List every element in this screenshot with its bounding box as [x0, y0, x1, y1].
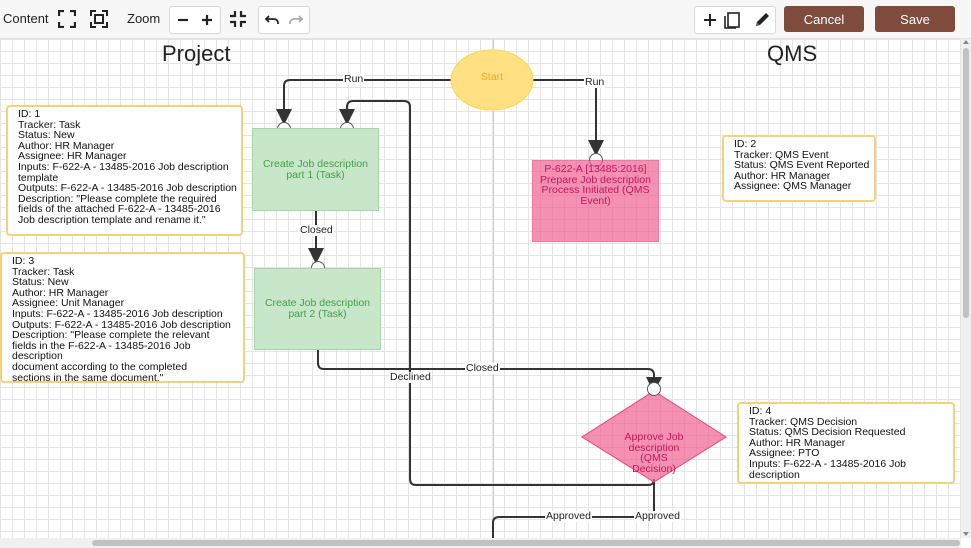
info-box-1: ID: 1 Tracker: Task Status: New Author: … — [6, 105, 243, 236]
edge-label-closed-1: Closed — [299, 224, 334, 236]
edge-label-run-left: Run — [343, 73, 365, 85]
edge-label-approved-1: Approved — [545, 510, 592, 522]
event-node-label: P-622-A [13485:2016] Prepare Job descrip… — [540, 163, 651, 207]
info-1-line: ID: 1 — [18, 108, 41, 120]
port-decision — [647, 382, 661, 396]
info-3-line: Tracker: Task — [12, 265, 75, 278]
event-node[interactable] — [532, 160, 659, 242]
add-icon[interactable] — [697, 7, 723, 33]
content-label: Content — [3, 11, 49, 26]
lane-title-qms: QMS — [767, 41, 818, 66]
edge-run-left — [276, 79, 452, 125]
lane-divider — [493, 39, 494, 538]
info-box-2: ID: 2 Tracker: QMS Event Status: QMS Eve… — [722, 135, 876, 202]
info-4-line: Tracker: QMS Decision — [749, 415, 858, 428]
edge-run-right — [533, 79, 604, 156]
collapse-icon[interactable] — [225, 6, 251, 32]
diagram-canvas[interactable]: Project QMS Start Create Job — [0, 39, 961, 538]
scroll-up-icon[interactable] — [963, 40, 969, 44]
redo-icon[interactable] — [283, 7, 309, 33]
save-button[interactable]: Save — [875, 6, 955, 32]
info-1-line: Outputs: F-622-A - 13485-2016 Job descri… — [18, 182, 237, 195]
info-1-line: Status: New — [18, 129, 75, 142]
info-1-line: Author: HR Manager — [18, 139, 115, 152]
decision-node-label[interactable]: Approve Job description (QMS Decision) — [624, 431, 684, 475]
task-node-1[interactable]: Create Job description part 1 (Task) — [252, 128, 379, 211]
undo-icon[interactable] — [259, 7, 285, 33]
start-label[interactable]: Start — [480, 71, 504, 83]
zoom-out-icon[interactable] — [170, 7, 196, 33]
info-1-line: Assignee: HR Manager — [18, 150, 127, 163]
info-1-line: Description: "Please complete the requir… — [18, 192, 217, 205]
info-2-line: ID: 2 — [734, 138, 757, 150]
pencil-icon[interactable] — [749, 7, 775, 33]
info-1-line: Inputs: F-622-A - 13485-2016 Job descrip… — [18, 160, 229, 173]
edge-label-run-right: Run — [584, 76, 606, 88]
vertical-scroll-thumb[interactable] — [963, 48, 969, 318]
add-page-icon[interactable] — [719, 7, 745, 33]
task-node-2[interactable]: Create Job description part 2 (Task) — [254, 268, 381, 350]
info-3-line: ID: 3 — [12, 255, 35, 267]
start-node — [450, 49, 534, 111]
info-1-line: fields of the attached F-622-A - 13485-2… — [18, 203, 221, 216]
info-1-line: Job description template and rename it." — [18, 213, 206, 226]
cancel-button[interactable]: Cancel — [784, 6, 864, 32]
info-2-line: Tracker: QMS Event — [734, 148, 829, 161]
task-node-1-label: Create Job description part 1 (Task) — [262, 157, 369, 181]
lane-title-project: Project — [162, 41, 231, 66]
fit-selection-icon[interactable] — [86, 6, 112, 32]
info-4-line: Inputs: F-622-A - 13485-2016 Job descrip… — [749, 457, 909, 481]
horizontal-scroll-thumb[interactable] — [92, 540, 960, 546]
zoom-group — [169, 6, 221, 34]
info-3-line: Author: HR Manager — [12, 286, 109, 299]
info-3-line: document according to the completed — [12, 360, 188, 373]
scroll-down-icon[interactable] — [963, 532, 969, 536]
info-4-line: Status: QMS Decision Requested — [749, 426, 906, 439]
info-box-3: ID: 3 Tracker: Task Status: New Author: … — [0, 252, 245, 383]
info-3-line: fields in the F-622-A - 13485-2016 Job d… — [12, 339, 194, 363]
task-node-2-label: Create Job description part 2 (Task) — [264, 297, 371, 320]
edge-label-declined: Declined — [389, 371, 432, 383]
info-3-line: sections in the same document." — [12, 371, 164, 384]
zoom-label: Zoom — [127, 11, 161, 26]
info-2-line: Author: HR Manager — [734, 169, 831, 182]
info-3-line: Inputs: F-622-A - 13485-2016 Job descrip… — [12, 307, 223, 320]
edge-declined — [339, 100, 655, 486]
info-3-line: Assignee: Unit Manager — [12, 297, 125, 310]
info-3-line: Description: "Please complete the releva… — [12, 329, 210, 342]
info-4-line: Assignee: PTO — [749, 447, 820, 460]
expand-icon[interactable] — [54, 6, 80, 32]
toolbar: Content Zoom Cancel — [0, 0, 971, 39]
edge-label-approved-2: Approved — [634, 510, 681, 522]
info-4-line: Author: HR Manager — [749, 436, 846, 449]
history-group — [258, 6, 310, 34]
info-1-line: template — [18, 171, 59, 184]
decision-node — [581, 390, 727, 483]
info-2-line: Assignee: QMS Manager — [734, 180, 852, 193]
info-4-line: ID: 4 — [749, 405, 772, 417]
info-3-line: Status: New — [12, 276, 69, 289]
edge-label-closed-2: Closed — [465, 362, 500, 374]
zoom-in-icon[interactable] — [194, 7, 220, 33]
info-1-line: Tracker: Task — [18, 118, 81, 131]
info-3-line: Outputs: F-622-A - 13485-2016 Job descri… — [12, 318, 231, 331]
info-box-4: ID: 4 Tracker: QMS Decision Status: QMS … — [737, 402, 955, 484]
edit-group — [694, 6, 776, 34]
info-2-line: Status: QMS Event Reported — [734, 159, 870, 172]
